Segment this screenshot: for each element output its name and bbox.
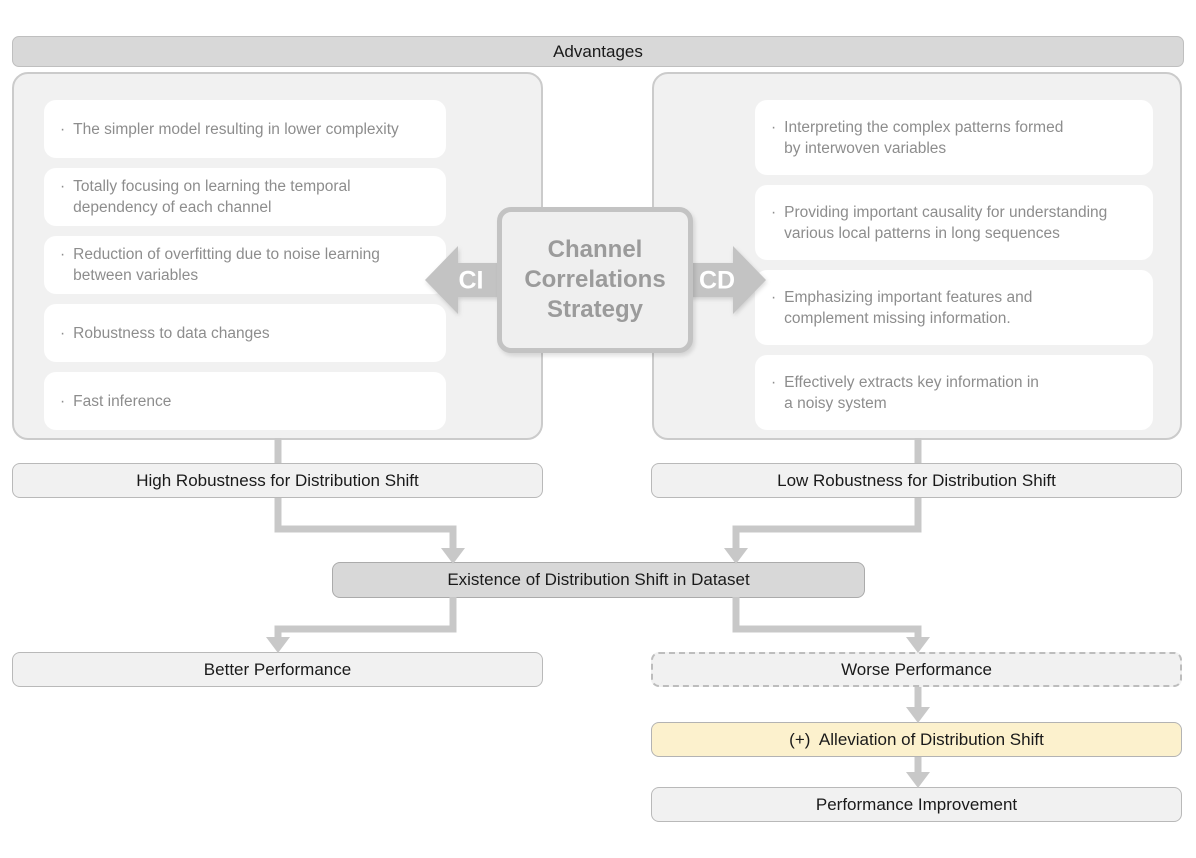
existence-label: Existence of Distribution Shift in Datas… [447, 570, 750, 589]
arrowhead-down-icon [906, 772, 930, 788]
low-robustness-bar: Low Robustness for Distribution Shift [651, 463, 1182, 498]
existence-of-distribution-shift-bar: Existence of Distribution Shift in Datas… [332, 562, 865, 598]
connector-high-to-existence [274, 498, 457, 550]
better-performance-bar: Better Performance [12, 652, 543, 687]
bullet-icon: · [771, 373, 777, 391]
cd-advantage-card: · Providing important causality for under… [755, 185, 1153, 260]
bullet-icon: · [60, 178, 66, 195]
cd-advantage-text: Interpreting the complex patterns formed… [784, 118, 1064, 157]
ci-advantage-text: Robustness to data changes [73, 324, 270, 342]
bullet-icon: · [60, 120, 66, 138]
ci-advantage-text: The simpler model resulting in lower com… [73, 120, 399, 138]
cd-advantage-card: · Interpreting the complex patterns forme… [755, 100, 1153, 175]
connector-low-to-existence [732, 498, 922, 550]
ci-advantage-card: · Robustness to data changes [44, 304, 446, 362]
arrowhead-down-icon [906, 637, 930, 653]
low-robustness-label: Low Robustness for Distribution Shift [777, 470, 1056, 490]
arrowhead-down-icon [906, 707, 930, 723]
bullet-icon: · [771, 118, 777, 136]
bullet-icon: · [60, 392, 66, 410]
ci-advantage-card: · Totally focusing on learning the tempor… [44, 168, 446, 226]
cd-advantage-card: · Effectively extracts key information in… [755, 355, 1153, 430]
ci-advantage-text: Totally focusing on learning the tempora… [73, 178, 351, 216]
cd-arrow-label: CD [698, 266, 736, 295]
bullet-icon: · [60, 324, 66, 342]
performance-improvement-bar: Performance Improvement [651, 787, 1182, 822]
cd-advantages-panel: · Interpreting the complex patterns forme… [652, 72, 1182, 440]
strategy-title: Channel Correlations Strategy [524, 236, 666, 323]
worse-performance-label: Worse Performance [841, 659, 992, 679]
high-robustness-bar: High Robustness for Distribution Shift [12, 463, 543, 498]
arrowhead-down-icon [266, 637, 290, 653]
advantages-title: Advantages [553, 41, 643, 61]
ci-advantage-card: · Fast inference [44, 372, 446, 430]
bullet-icon: · [771, 203, 777, 221]
worse-performance-bar: Worse Performance [651, 652, 1182, 687]
bullet-icon: · [771, 288, 777, 306]
bullet-icon: · [60, 246, 66, 263]
cd-advantage-card: · Emphasizing important features and comp… [755, 270, 1153, 345]
better-performance-label: Better Performance [203, 659, 352, 679]
ci-advantage-card: · The simpler model resulting in lower co… [44, 100, 446, 158]
cd-advantage-text: Providing important causality for unders… [784, 203, 1108, 242]
advantages-header: Advantages [12, 36, 1184, 67]
ci-arrow-label: CI [458, 266, 484, 295]
ci-advantage-card: · Reduction of overfitting due to noise l… [44, 236, 446, 294]
cd-advantage-text: Effectively extracts key information in … [784, 373, 1039, 412]
channel-correlations-strategy-box: Channel Correlations Strategy [497, 207, 693, 353]
performance-improvement-label: Performance Improvement [815, 794, 1018, 814]
connector-existence-to-better [274, 597, 457, 639]
cd-advantage-text: Emphasizing important features and compl… [784, 288, 1033, 327]
alleviation-of-distribution-shift-bar: (+) Alleviation of Distribution Shift [651, 722, 1182, 757]
ci-advantages-panel: · The simpler model resulting in lower co… [12, 72, 543, 440]
ci-advantage-text: Reduction of overfitting due to noise le… [73, 246, 380, 284]
alleviation-label: (+) Alleviation of Distribution Shift [789, 729, 1044, 749]
ci-advantage-text: Fast inference [73, 392, 172, 410]
high-robustness-label: High Robustness for Distribution Shift [136, 470, 419, 490]
connector-existence-to-worse [732, 597, 922, 639]
